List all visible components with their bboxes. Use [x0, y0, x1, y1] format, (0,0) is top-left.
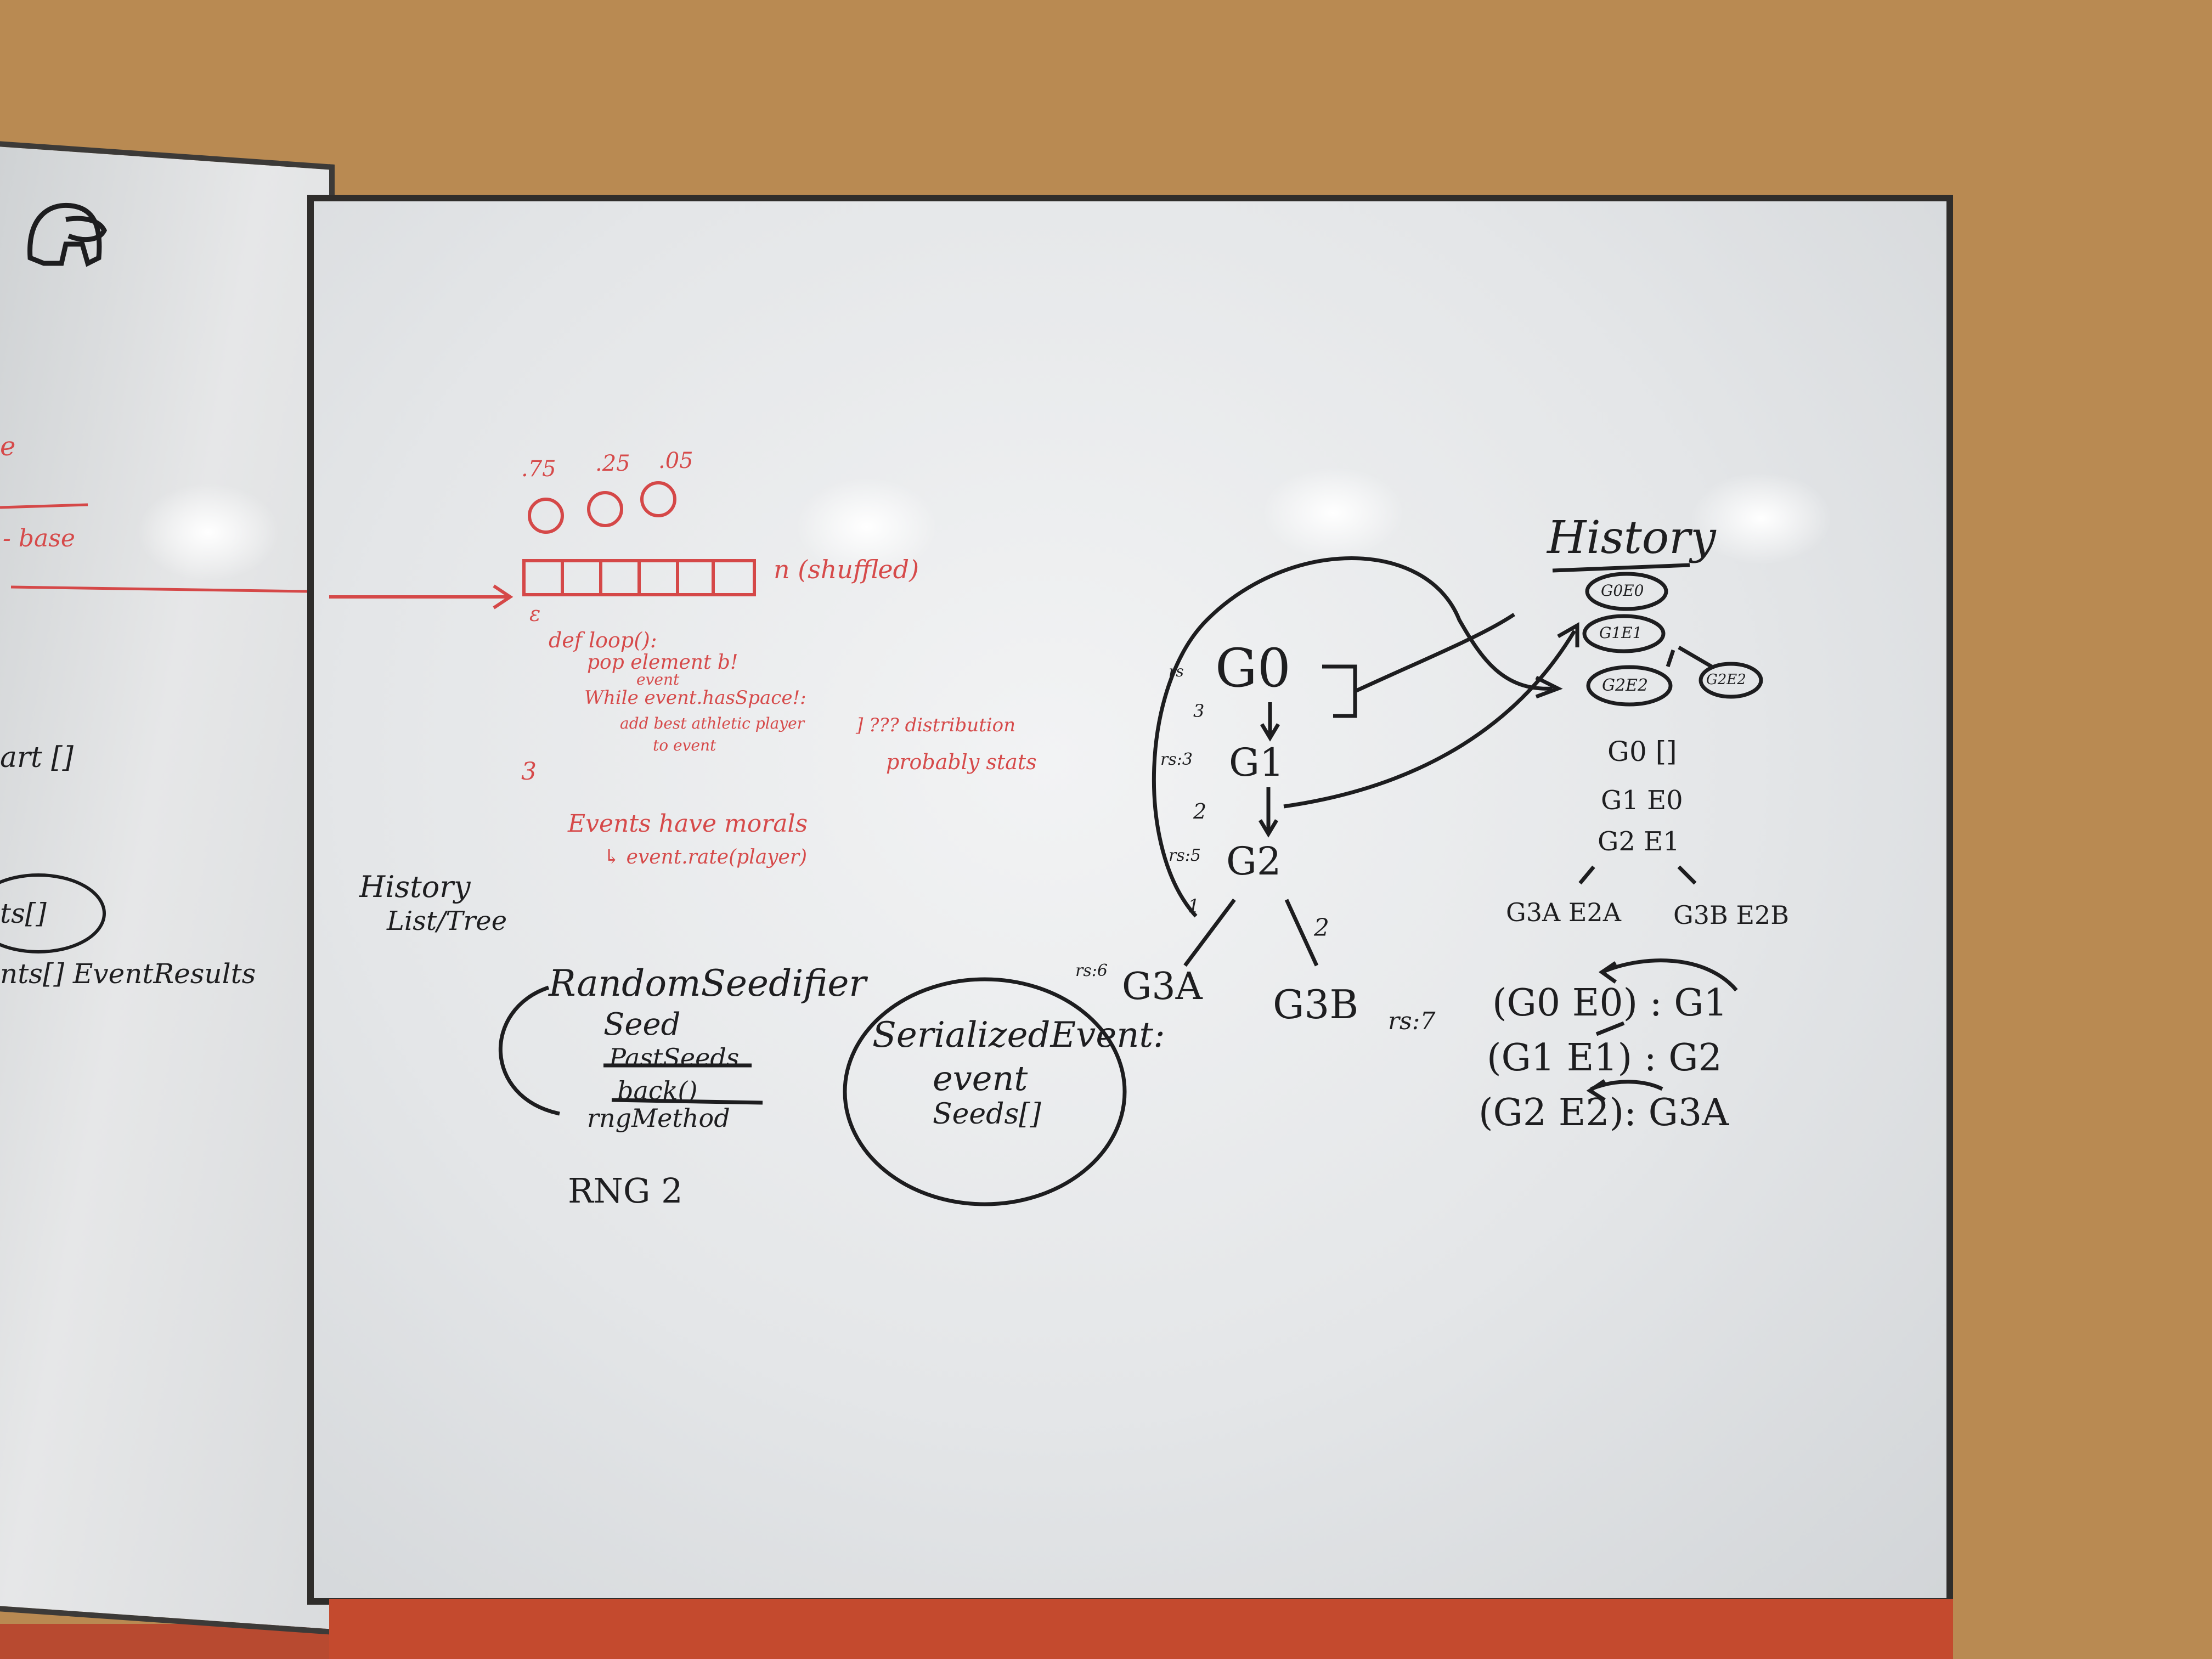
history-node-g2e2: G2E2	[1602, 676, 1649, 695]
edge-weight-2b: 2	[1314, 914, 1329, 942]
prob-1: .75	[521, 456, 556, 482]
tree-node-g2: G2	[1226, 839, 1282, 884]
rs-g2: rs:5	[1169, 846, 1201, 865]
past-seeds-field: PastSeeds	[609, 1043, 740, 1073]
rng-method: rngMethod	[587, 1103, 730, 1133]
light-glare	[795, 477, 938, 576]
events-have-morals: Events have morals	[568, 810, 808, 838]
history-node-g2e2-b: G2E2	[1706, 672, 1746, 688]
prob-3: .05	[658, 448, 693, 473]
crewmate-doodle	[27, 202, 108, 267]
history-label: History	[359, 870, 471, 904]
history-g3b-line: G3B E2B	[1673, 900, 1790, 930]
back-method: back()	[617, 1076, 698, 1105]
while-line: While event.hasSpace!:	[584, 687, 806, 709]
epsilon: ε	[529, 602, 541, 626]
tree-node-g1: G1	[1229, 740, 1284, 785]
edge-weight-2: 2	[1193, 799, 1207, 823]
history-list-2: G2 E1	[1598, 826, 1680, 857]
fragment-e: e	[0, 431, 16, 462]
history-node-g1e1: G1E1	[1599, 624, 1643, 642]
list-tree-label: List/Tree	[387, 906, 507, 936]
edge-weight-1: 1	[1188, 895, 1200, 917]
history-pair-1: (G1 E1) : G2	[1487, 1036, 1722, 1080]
tree-node-g3b: G3B	[1273, 981, 1359, 1028]
history-list-1: G1 E0	[1601, 785, 1683, 816]
rng-2: RNG 2	[568, 1171, 683, 1211]
history-pair-0: (G0 E0) : G1	[1492, 981, 1728, 1025]
tree-node-g0: G0	[1215, 637, 1291, 699]
fragment-event-results: nts[] EventResults	[0, 958, 256, 990]
def-loop: def loop():	[549, 628, 657, 652]
serialized-event-field: event	[933, 1058, 1028, 1098]
prob-2: .25	[595, 451, 630, 476]
seed-field: Seed	[603, 1007, 681, 1042]
fragment-start: art []	[0, 741, 74, 774]
light-glare	[1262, 466, 1404, 560]
red-three: 3	[521, 758, 537, 786]
to-event: to event	[653, 736, 716, 754]
n-shuffled: n (shuffled)	[774, 555, 919, 584]
edge-weight-3: 3	[1193, 701, 1205, 721]
event-label: event	[636, 670, 680, 689]
fragment-base: - base	[3, 524, 75, 552]
history-title: History	[1547, 512, 1716, 564]
history-g3a-line: G3A E2A	[1506, 898, 1621, 927]
bracket-note: ] ??? distribution	[856, 714, 1016, 736]
history-node-g0e0: G0E0	[1601, 582, 1644, 600]
fragment-ts: ts[]	[0, 898, 47, 929]
rs-g3b: rs:7	[1388, 1007, 1436, 1035]
pop-element: pop element b!	[587, 651, 738, 674]
rs-g0: rs	[1169, 662, 1184, 680]
history-pair-2: (G2 E2): G3A	[1479, 1091, 1729, 1135]
tree-node-g3a: G3A	[1122, 965, 1203, 1008]
history-list-0: G0 []	[1607, 736, 1677, 768]
add-line: add best athletic player	[620, 714, 805, 732]
rate-line: ↳ event.rate(player)	[603, 846, 808, 868]
light-glare	[137, 483, 280, 582]
serialized-seeds-field: Seeds[]	[933, 1098, 1041, 1131]
probably-stats: probably stats	[886, 750, 1037, 774]
marker-tray	[329, 1599, 1953, 1659]
random-seedifier: RandomSeedifier	[549, 962, 866, 1005]
rs-g1: rs:3	[1160, 750, 1193, 769]
rs-g3a: rs:6	[1075, 961, 1108, 980]
light-glare	[1690, 472, 1832, 565]
serialized-event-title: SerializedEvent:	[872, 1015, 1165, 1056]
main-whiteboard	[307, 195, 1953, 1605]
